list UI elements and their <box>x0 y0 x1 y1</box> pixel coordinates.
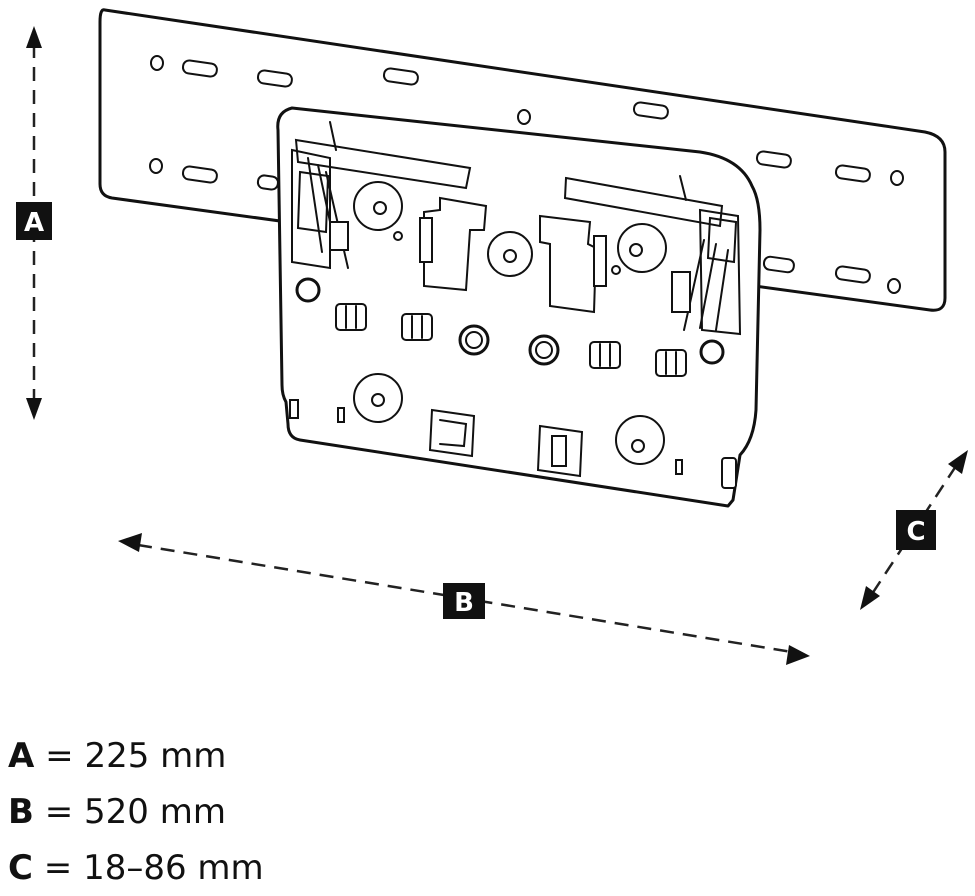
legend-eq-c: = <box>32 848 84 888</box>
badge-b-label: B <box>454 588 474 618</box>
left-latch <box>291 148 349 270</box>
badge-a-label: A <box>24 208 44 238</box>
center-clips <box>419 196 607 314</box>
badge-c <box>896 510 936 550</box>
rail-slots-lower <box>149 158 901 294</box>
legend-row-a: A = 225 mm <box>8 728 264 784</box>
ring-holes <box>295 277 725 366</box>
legend-value-a: 225 mm <box>84 736 227 776</box>
legend-letter-c: C <box>8 848 33 888</box>
right-latch <box>671 208 742 336</box>
legend-value-c: 18–86 mm <box>83 848 264 888</box>
dimension-a-arrow: A <box>16 26 52 420</box>
legend-eq-a: = <box>34 736 85 776</box>
legend-letter-a: A <box>8 736 35 776</box>
legend-letter-b: B <box>8 792 34 832</box>
legend-row-b: B = 520 mm <box>8 784 264 840</box>
dimension-b-arrow: B <box>118 533 810 665</box>
legend-eq-b: = <box>33 792 85 832</box>
wall-mount-diagram: A B C <box>16 8 968 665</box>
dimension-legend: A = 225 mm B = 520 mm C = 18–86 mm <box>8 728 264 896</box>
legend-value-b: 520 mm <box>84 792 226 832</box>
badge-b <box>443 583 485 619</box>
badge-a <box>16 202 52 240</box>
badge-c-label: C <box>906 517 925 547</box>
bracket-plate <box>276 106 762 508</box>
rail-slots-upper <box>150 55 904 186</box>
small-fasteners <box>335 303 687 377</box>
dimension-c-arrow: C <box>860 450 968 610</box>
screw-heads <box>353 181 667 465</box>
lower-tabs <box>289 399 737 489</box>
legend-row-c: C = 18–86 mm <box>8 840 264 896</box>
